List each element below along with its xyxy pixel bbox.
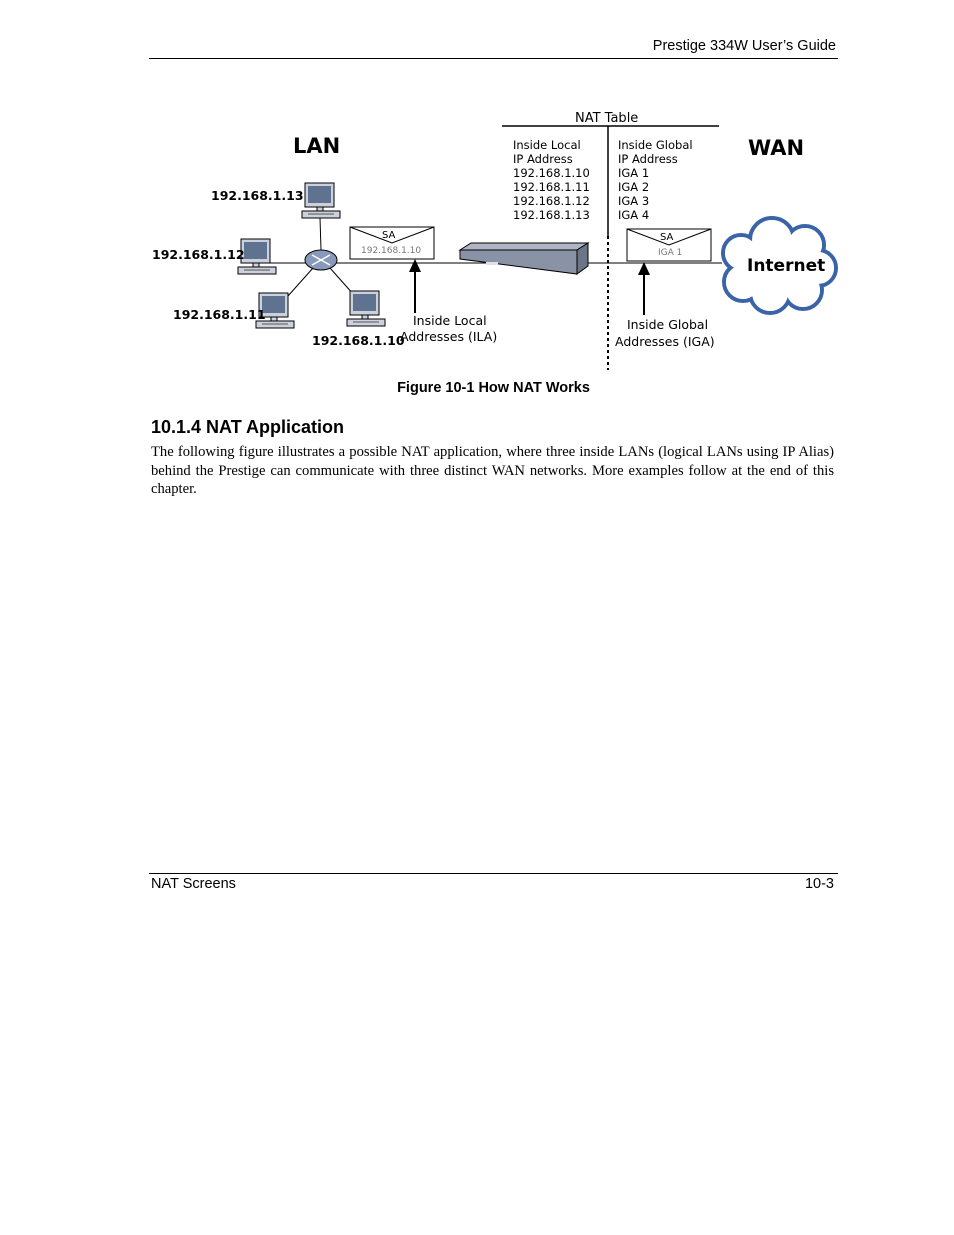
footer-rule bbox=[149, 873, 838, 874]
internet-label: Internet bbox=[747, 256, 825, 276]
nat-table-left-row-3: 192.168.1.12 bbox=[513, 194, 590, 208]
ila-label-line-1: Inside Local bbox=[413, 313, 487, 328]
lan-label: LAN bbox=[293, 134, 340, 158]
computer-icon-13 bbox=[301, 182, 341, 219]
nat-table-left-row-2: 192.168.1.11 bbox=[513, 180, 590, 194]
nat-table-left-row-4: 192.168.1.13 bbox=[513, 208, 590, 222]
nat-diagram: LAN WAN NAT Table Inside Local IP Addres… bbox=[140, 100, 850, 380]
section-body: The following figure illustrates a possi… bbox=[151, 444, 834, 497]
nat-table-title: NAT Table bbox=[575, 111, 638, 126]
nat-table-right-row-1: IGA 1 bbox=[618, 166, 649, 180]
nat-table-left-header-2: IP Address bbox=[513, 152, 573, 166]
host-label-12: 192.168.1.12 bbox=[152, 247, 245, 262]
iga-label-line-2: Addresses (IGA) bbox=[615, 334, 715, 349]
wan-packet-address: IGA 1 bbox=[658, 248, 682, 258]
ila-label-line-2: Addresses (ILA) bbox=[400, 329, 497, 344]
nat-table-right-row-4: IGA 4 bbox=[618, 208, 649, 222]
footer-page-number: 10-3 bbox=[804, 876, 834, 892]
nat-table-right-row-3: IGA 3 bbox=[618, 194, 649, 208]
nat-table-right-header-2: IP Address bbox=[618, 152, 678, 166]
host-label-10: 192.168.1.10 bbox=[312, 333, 405, 348]
lan-packet-sa: SA bbox=[382, 230, 396, 241]
prestige-router-icon bbox=[458, 242, 590, 275]
lan-packet-envelope: SA 192.168.1.10 bbox=[349, 226, 435, 260]
internet-cloud-icon: Internet bbox=[721, 216, 838, 315]
iga-arrow bbox=[638, 262, 650, 315]
wan-label: WAN bbox=[748, 136, 804, 160]
nat-table-left-row-1: 192.168.1.10 bbox=[513, 166, 590, 180]
nat-table-right-header-1: Inside Global bbox=[618, 138, 693, 152]
footer-chapter: NAT Screens bbox=[151, 876, 236, 892]
wan-packet-envelope: SA IGA 1 bbox=[626, 228, 712, 262]
host-label-13: 192.168.1.13 bbox=[211, 188, 304, 203]
lan-packet-address: 192.168.1.10 bbox=[361, 246, 421, 256]
nat-table-left-header-1: Inside Local bbox=[513, 138, 581, 152]
computer-icon-10 bbox=[346, 290, 386, 327]
nat-table: NAT Table Inside Local IP Address 192.16… bbox=[502, 111, 719, 236]
section-heading: 10.1.4 NAT Application bbox=[151, 417, 345, 437]
ila-arrow bbox=[409, 259, 421, 313]
iga-label-line-1: Inside Global bbox=[627, 317, 708, 332]
nat-table-right-row-2: IGA 2 bbox=[618, 180, 649, 194]
hub-icon bbox=[304, 249, 338, 271]
figure-caption: Figure 10-1 How NAT Works bbox=[397, 380, 590, 396]
computer-icon-12 bbox=[237, 238, 277, 275]
wan-packet-sa: SA bbox=[660, 232, 674, 243]
running-header: Prestige 334W User’s Guide bbox=[652, 38, 836, 54]
computer-icon-11 bbox=[255, 292, 295, 329]
header-rule bbox=[149, 58, 838, 59]
host-label-11: 192.168.1.11 bbox=[173, 307, 266, 322]
